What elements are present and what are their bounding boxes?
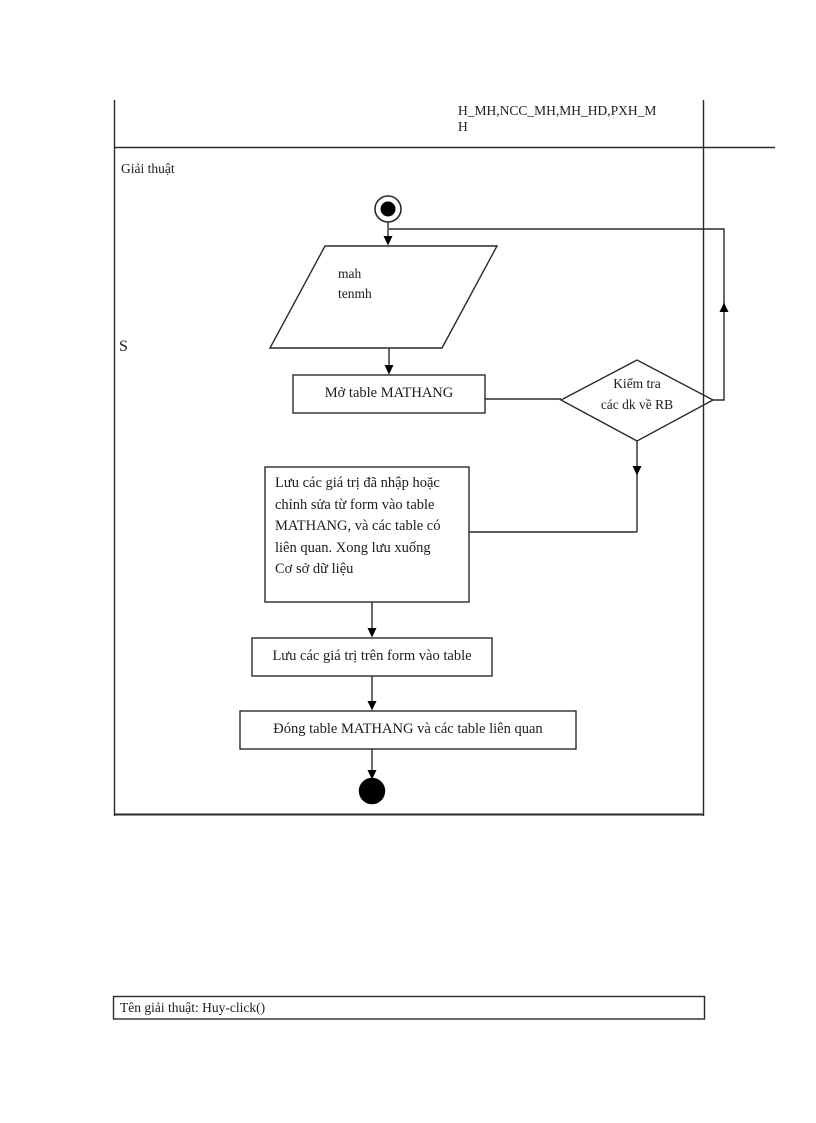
decision-line-2: các dk về RB [600, 397, 674, 412]
decision-diamond [559, 359, 715, 442]
arrowhead-loopback-up [719, 302, 729, 312]
save-form-label: Lưu các giá trị trên form vào table [272, 648, 472, 665]
footer-label: Tên giải thuật: Huy-click() [120, 1000, 266, 1015]
save-block-line-3: MATHANG, và các table có [275, 518, 441, 534]
input-field-tenmh: tenmh [338, 286, 372, 301]
open-table-label: Mở table MATHANG [324, 385, 454, 402]
save-block-line-5: Cơ sở dữ liệu [275, 561, 354, 577]
start-node-inner-dot [380, 201, 396, 217]
arrowhead-into-close [367, 701, 377, 711]
decision-label: Kiểm tra các dk về RB [561, 373, 713, 415]
loopback-line [389, 228, 725, 401]
header-cell: H_MH,NCC_MH,MH_HD,PXH_M H [458, 103, 708, 134]
input-field-mah: mah [338, 266, 362, 281]
header-line-2: H [458, 118, 468, 134]
decision-line-1: Kiểm tra [613, 376, 661, 391]
footer-row-box [112, 995, 706, 1020]
arrowhead-decision-down [632, 466, 642, 476]
end-node [358, 777, 386, 805]
close-table-box [239, 710, 577, 750]
input-parallelogram [268, 245, 499, 349]
header-line-1: H_MH,NCC_MH,MH_HD,PXH_M [458, 103, 657, 118]
arrowhead-into-open [384, 365, 394, 375]
save-block-line-4: liên quan. Xong lưu xuống [275, 539, 431, 556]
side-label-s: S [119, 338, 128, 355]
arrowhead-into-input [383, 236, 393, 246]
arrowhead-into-form [367, 628, 377, 638]
section-label: Giải thuật [121, 161, 175, 176]
save-block-label: Lưu các giá trị đã nhập hoặc chỉnh sửa t… [275, 473, 465, 581]
open-table-box [292, 374, 486, 414]
save-block-line-2: chỉnh sửa từ form vào table [275, 496, 435, 513]
close-table-label: Đóng table MATHANG và các table liên qua… [273, 721, 543, 738]
arrowhead-into-end [367, 770, 377, 780]
save-block-line-1: Lưu các giá trị đã nhập hoặc [275, 475, 440, 491]
save-block-box [264, 466, 470, 603]
